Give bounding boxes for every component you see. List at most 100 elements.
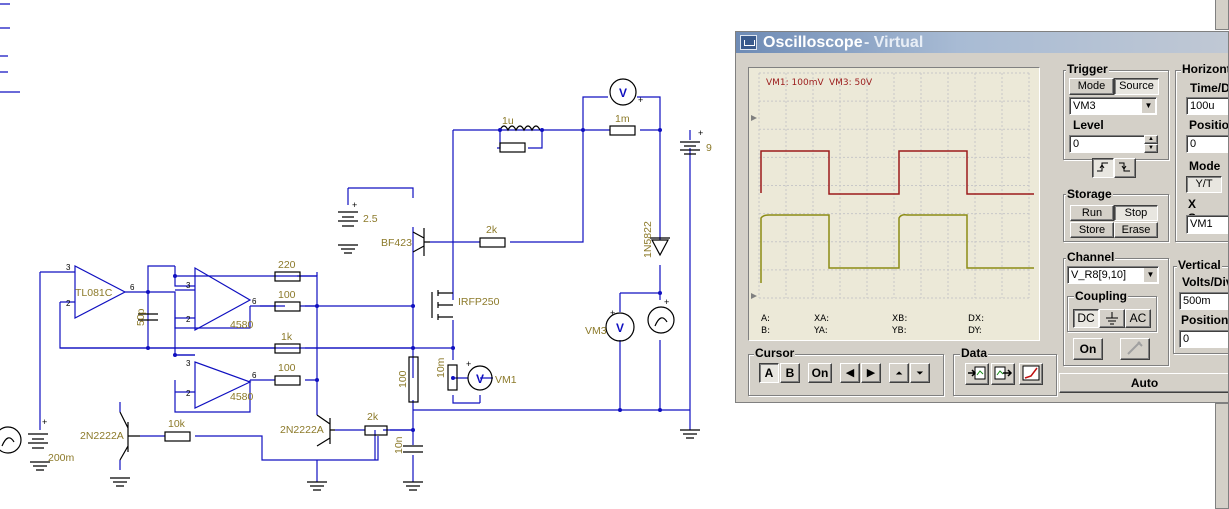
cursor-top-button[interactable]: ⏶ xyxy=(889,363,909,383)
export-data-icon xyxy=(994,366,1013,380)
data-export-button[interactable] xyxy=(991,363,1015,385)
voltmeter-v-vm1: V xyxy=(476,372,484,386)
label-irfp250: IRFP250 xyxy=(458,296,500,308)
label-1n5822: 1N5822 xyxy=(642,221,654,258)
oscilloscope-app-icon xyxy=(740,35,757,50)
storage-group xyxy=(1063,194,1169,242)
label-2n2222a-left: 2N2222A xyxy=(80,430,124,442)
label-res-100-vert: 100 xyxy=(397,370,409,388)
plus-source: + xyxy=(664,297,669,307)
probe-button[interactable] xyxy=(1120,338,1150,360)
trigger-label: Trigger xyxy=(1066,62,1109,76)
chevron-down-icon[interactable]: ▼ xyxy=(1141,99,1155,113)
background-window-edge xyxy=(1215,0,1229,30)
stop-button[interactable]: Stop xyxy=(1114,205,1158,221)
horizontal-position-input[interactable]: 0 xyxy=(1186,135,1228,153)
pin-2-tl081: 2 xyxy=(66,299,71,308)
label-res-100b: 100 xyxy=(278,362,296,374)
timediv-label: Time/Div xyxy=(1190,81,1229,95)
trigger-level-label: Level xyxy=(1073,118,1104,132)
background-window-edge-lower xyxy=(1215,403,1229,509)
trigger-falling-edge-button[interactable] xyxy=(1114,158,1136,178)
store-button[interactable]: Store xyxy=(1070,222,1114,238)
label-res-100a: 100 xyxy=(278,289,296,301)
cursor-bottom-button[interactable]: ⏷ xyxy=(910,363,930,383)
erase-button[interactable]: Erase xyxy=(1114,222,1158,238)
cursor-on-button[interactable]: On xyxy=(808,363,832,383)
cursor-a-button[interactable]: A xyxy=(759,363,779,383)
falling-edge-icon xyxy=(1119,162,1130,172)
cursor-label: Cursor xyxy=(754,346,796,360)
channel-label: Channel xyxy=(1066,250,1116,264)
label-battery-200m: 200m xyxy=(48,452,75,464)
coupling-dc-button[interactable]: DC xyxy=(1073,309,1099,328)
coupling-ac-button[interactable]: AC xyxy=(1125,309,1151,328)
timediv-input[interactable]: 100u xyxy=(1186,97,1228,115)
cursor-a-marker[interactable] xyxy=(751,115,757,121)
meas-yb: YB: xyxy=(892,326,907,336)
plus-battery-9: + xyxy=(698,128,703,138)
trigger-source-value: VM3 xyxy=(1073,100,1096,112)
cursor-right-button[interactable]: ▶ xyxy=(861,363,881,383)
channel-select[interactable]: V_R8[9,10] ▼ xyxy=(1067,266,1159,284)
vertical-position-label: Position xyxy=(1181,313,1229,327)
trigger-source-select[interactable]: VM3 ▼ xyxy=(1069,97,1157,115)
meas-xb: XB: xyxy=(892,314,908,324)
horizontal-position-label: Position xyxy=(1189,118,1229,132)
oscilloscope-title-bar[interactable]: Oscilloscope - Virtual xyxy=(736,32,1228,53)
vertical-position-input[interactable]: 0 xyxy=(1179,330,1228,348)
level-up-button[interactable]: ▲ xyxy=(1144,135,1158,144)
circuit-schematic: TL081C 4580 4580 50p 220 100 1k 100 10k … xyxy=(0,3,712,491)
plus-battery-200m: + xyxy=(42,417,47,427)
channel-value: V_R8[9,10] xyxy=(1071,269,1127,281)
trigger-level-input[interactable]: 0 xyxy=(1069,135,1147,153)
plus-vm3: + xyxy=(610,308,615,318)
xsource-value: VM1 xyxy=(1190,218,1213,230)
pin-3-4580b: 3 xyxy=(186,359,191,368)
xsource-select[interactable]: VM1 xyxy=(1186,215,1228,234)
chevron-down-icon[interactable]: ▼ xyxy=(1143,268,1157,282)
arrow-down-to-bottom-icon: ⏷ xyxy=(916,368,924,378)
meas-ya: YA: xyxy=(814,326,828,336)
cursor-b-marker[interactable] xyxy=(751,293,757,299)
arrow-up-to-top-icon: ⏶ xyxy=(895,368,903,378)
data-chart-button[interactable] xyxy=(1019,363,1043,385)
run-button[interactable]: Run xyxy=(1070,205,1114,221)
ground-icon xyxy=(1106,312,1118,325)
level-down-button[interactable]: ▼ xyxy=(1144,144,1158,153)
label-vm1: VM1 xyxy=(495,374,517,386)
oscilloscope-window: Oscilloscope - Virtual VM1: 100mV VM3: 5… xyxy=(735,31,1229,403)
probe-icon xyxy=(1127,341,1143,355)
mode-yt-button[interactable]: Y/T xyxy=(1186,176,1222,193)
horizontal-mode-label: Mode xyxy=(1189,159,1221,173)
label-4580-b: 4580 xyxy=(230,391,254,403)
plus-vm1: + xyxy=(466,359,471,369)
label-cap-50p: 50p xyxy=(135,308,147,326)
trigger-source-button[interactable]: Source xyxy=(1114,78,1159,95)
voltsdiv-input[interactable]: 500m xyxy=(1179,292,1228,310)
pin-6-4580b: 6 xyxy=(252,371,257,380)
timediv-value: 100u xyxy=(1190,100,1215,112)
trigger-rising-edge-button[interactable] xyxy=(1092,158,1114,178)
label-res-10k: 10k xyxy=(168,418,186,430)
label-battery-2-5: 2.5 xyxy=(363,213,378,225)
label-res-2k-base: 2k xyxy=(486,224,498,236)
cursor-left-button[interactable]: ◀ xyxy=(840,363,860,383)
rising-edge-icon xyxy=(1097,162,1108,172)
voltsdiv-label: Volts/Div xyxy=(1182,275,1229,289)
meas-dy: DY: xyxy=(968,326,982,336)
data-label: Data xyxy=(960,346,989,360)
label-res-220: 220 xyxy=(278,259,296,271)
voltsdiv-value: 500m xyxy=(1183,295,1211,307)
cursor-b-button[interactable]: B xyxy=(780,363,800,383)
arrow-left-icon: ◀ xyxy=(845,367,855,379)
channel-on-button[interactable]: On xyxy=(1073,338,1103,360)
data-import-button[interactable] xyxy=(965,363,989,385)
auto-button[interactable]: Auto xyxy=(1059,373,1228,393)
label-vm3: VM3 xyxy=(585,325,607,337)
voltmeter-v-top: V xyxy=(619,86,627,100)
trigger-mode-button[interactable]: Mode xyxy=(1069,78,1114,95)
coupling-ground-button[interactable] xyxy=(1099,309,1125,328)
cursor-group xyxy=(748,354,944,396)
trace-vm3 xyxy=(760,214,1034,283)
